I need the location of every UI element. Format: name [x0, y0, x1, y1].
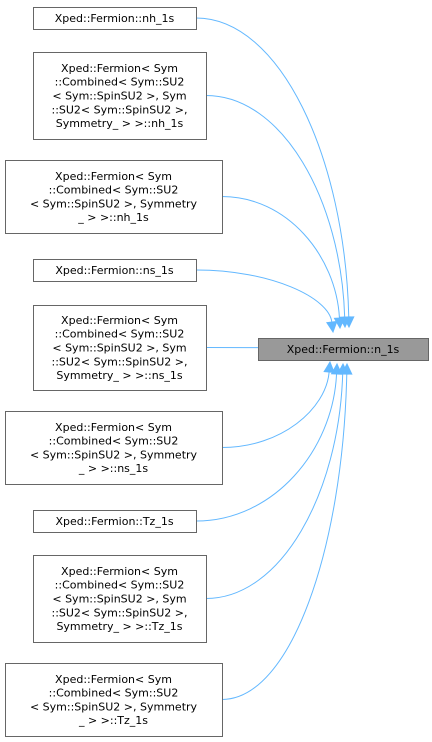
node-label-line: ::Combined< Sym::SU2	[55, 328, 185, 341]
caller-node-3[interactable]: Xped::Fermion< Sym::Combined< Sym::SU2< …	[5, 160, 223, 234]
node-label-line: Xped::Fermion< Sym	[61, 62, 178, 75]
call-edge-9	[221, 362, 353, 700]
node-label-line: Xped::Fermion::Tz_1s	[55, 515, 173, 528]
caller-node-4[interactable]: Xped::Fermion::ns_1s	[33, 259, 197, 282]
node-label-line: ::Combined< Sym::SU2	[49, 687, 179, 700]
caller-node-1[interactable]: Xped::Fermion::nh_1s	[33, 7, 197, 30]
target-node[interactable]: Xped::Fermion::n_1s	[258, 338, 429, 361]
node-label-line: Xped::Fermion< Sym	[61, 314, 178, 327]
node-label-line: < Sym::SpinSU2 >, Sym	[52, 342, 186, 355]
node-label-line: ::Combined< Sym::SU2	[49, 435, 179, 448]
node-label-line: Xped::Fermion::n_1s	[287, 343, 400, 356]
caller-node-7[interactable]: Xped::Fermion::Tz_1s	[33, 510, 197, 533]
caller-node-6[interactable]: Xped::Fermion< Sym::Combined< Sym::SU2< …	[5, 411, 223, 485]
node-label-line: ::Combined< Sym::SU2	[55, 76, 185, 89]
caller-node-5[interactable]: Xped::Fermion< Sym::Combined< Sym::SU2< …	[33, 305, 207, 391]
node-label-line: _ > >::Tz_1s	[78, 714, 148, 727]
node-label-line: _ > >::ns_1s	[78, 462, 149, 475]
node-label-line: < Sym::SpinSU2 >, Symmetry	[30, 448, 198, 461]
node-label-line: ::SU2< Sym::SpinSU2 >,	[51, 606, 187, 619]
node-label-line: ::Combined< Sym::SU2	[49, 184, 179, 197]
node-label-line: Xped::Fermion< Sym	[55, 673, 172, 686]
node-label-line: Xped::Fermion< Sym	[61, 565, 178, 578]
node-label-line: ::Combined< Sym::SU2	[55, 579, 185, 592]
node-label-line: Xped::Fermion::nh_1s	[55, 12, 175, 25]
node-label-line: < Sym::SpinSU2 >, Sym	[52, 90, 186, 103]
caller-node-2[interactable]: Xped::Fermion< Sym::Combined< Sym::SU2< …	[33, 52, 207, 140]
node-label-line: Symmetry_ > >::nh_1s	[56, 117, 184, 130]
node-label-line: Symmetry_ > >::Tz_1s	[56, 620, 182, 633]
call-edge-4	[195, 269, 338, 334]
call-edge-2	[205, 95, 351, 329]
node-label-line: < Sym::SpinSU2 >, Sym	[52, 593, 186, 606]
node-label-line: Xped::Fermion::ns_1s	[55, 264, 174, 277]
node-label-line: ::SU2< Sym::SpinSU2 >,	[51, 355, 187, 368]
caller-node-8[interactable]: Xped::Fermion< Sym::Combined< Sym::SU2< …	[33, 555, 207, 643]
node-label-line: ::SU2< Sym::SpinSU2 >,	[51, 103, 187, 116]
call-edge-8	[205, 362, 349, 599]
call-edge-3	[221, 196, 346, 330]
node-label-line: Symmetry_ > >::ns_1s	[56, 369, 183, 382]
node-label-line: Xped::Fermion< Sym	[55, 170, 172, 183]
node-label-line: Xped::Fermion< Sym	[55, 421, 172, 434]
node-label-line: < Sym::SpinSU2 >, Symmetry	[30, 700, 198, 713]
node-label-line: _ > >::nh_1s	[77, 211, 149, 224]
node-label-line: < Sym::SpinSU2 >, Symmetry	[30, 197, 198, 210]
caller-node-9[interactable]: Xped::Fermion< Sym::Combined< Sym::SU2< …	[5, 663, 223, 737]
call-edge-6	[221, 360, 335, 448]
